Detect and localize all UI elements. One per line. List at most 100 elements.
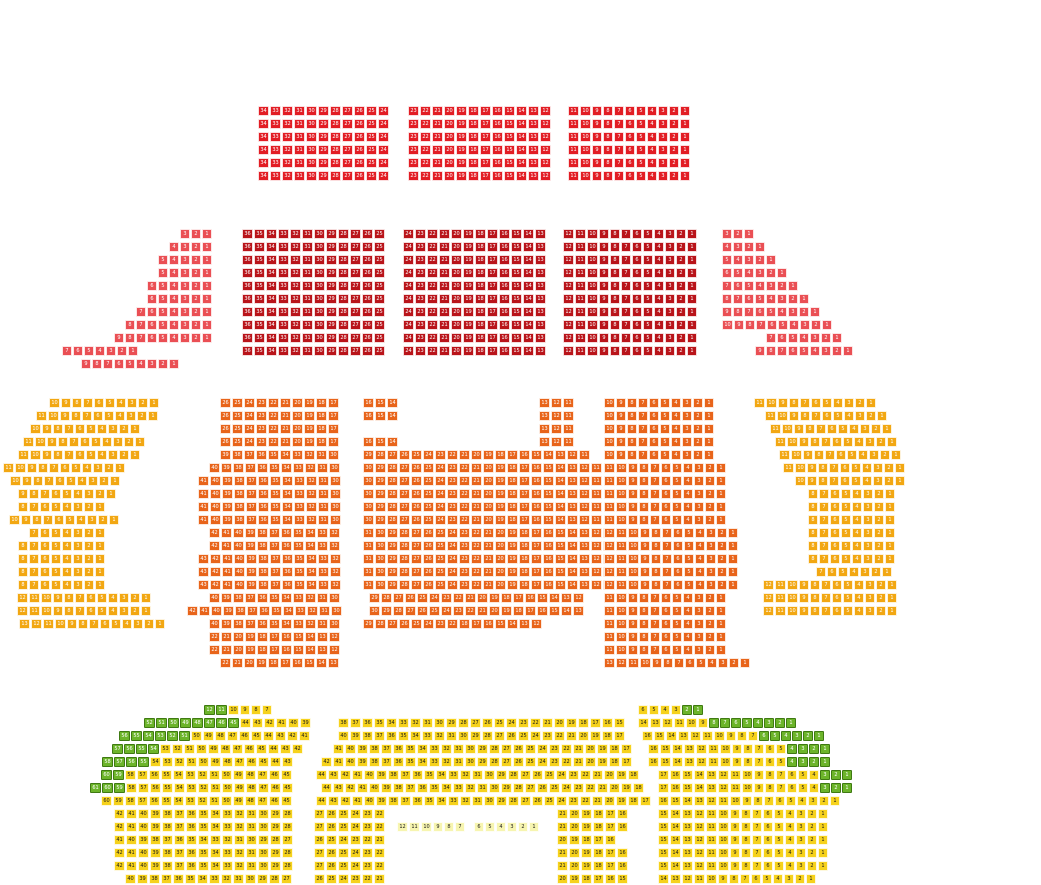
seat[interactable]: 15 — [511, 294, 522, 304]
seat[interactable]: 9 — [726, 731, 736, 741]
seat[interactable]: 5 — [636, 145, 646, 155]
seat[interactable]: 19 — [456, 119, 467, 129]
seat[interactable]: 26 — [362, 333, 373, 343]
seat[interactable]: 14 — [682, 796, 693, 806]
seat[interactable]: 11 — [702, 731, 713, 741]
seat[interactable]: 27 — [342, 106, 353, 116]
seat[interactable]: 31 — [302, 307, 313, 317]
seat[interactable]: 2 — [104, 463, 114, 473]
seat[interactable]: 7 — [83, 398, 93, 408]
seat[interactable]: 9 — [730, 835, 740, 845]
seat[interactable]: 9 — [599, 242, 609, 252]
seat[interactable]: 7 — [752, 809, 762, 819]
seat[interactable]: 17 — [487, 333, 498, 343]
seat[interactable]: 3 — [665, 268, 675, 278]
seat[interactable]: 1 — [149, 398, 159, 408]
seat[interactable]: 11 — [18, 450, 29, 460]
seat[interactable]: 3 — [180, 320, 190, 330]
seat[interactable]: 11 — [706, 861, 717, 871]
seat[interactable]: 10 — [587, 268, 598, 278]
seat[interactable]: 1 — [818, 822, 828, 832]
seat[interactable]: 5 — [722, 255, 732, 265]
seat[interactable]: 7 — [764, 796, 774, 806]
seat[interactable]: 6 — [75, 450, 85, 460]
seat[interactable]: 25 — [374, 281, 385, 291]
seat[interactable]: 1 — [687, 294, 697, 304]
seat[interactable]: 14 — [516, 119, 527, 129]
seat[interactable]: 6 — [765, 744, 775, 754]
seat[interactable]: 27 — [342, 119, 353, 129]
seat[interactable]: 24 — [378, 119, 389, 129]
seat[interactable]: 2 — [831, 783, 841, 793]
seat[interactable]: 11 — [575, 346, 586, 356]
seat[interactable]: 2 — [191, 320, 201, 330]
seat[interactable]: 26 — [362, 268, 373, 278]
seat[interactable]: 10 — [35, 437, 46, 447]
seat[interactable]: 8 — [610, 320, 620, 330]
seat[interactable]: 9 — [742, 796, 752, 806]
seat[interactable]: 20 — [444, 145, 455, 155]
seat[interactable]: 7 — [766, 333, 776, 343]
seat[interactable]: 11 — [568, 119, 579, 129]
seat[interactable]: 5 — [744, 281, 754, 291]
seat[interactable]: 32 — [282, 171, 293, 181]
seat[interactable]: 16 — [499, 268, 510, 278]
seat[interactable]: 2 — [158, 359, 168, 369]
seat[interactable]: 22 — [427, 346, 438, 356]
seat[interactable]: 26 — [362, 255, 373, 265]
seat[interactable]: 16 — [499, 281, 510, 291]
seat[interactable]: 3 — [820, 783, 830, 793]
seat[interactable]: 32 — [290, 281, 301, 291]
seat[interactable]: 28 — [338, 242, 349, 252]
seat[interactable]: 28 — [330, 132, 341, 142]
seat[interactable]: 1 — [148, 411, 158, 421]
seat[interactable]: 7 — [621, 294, 631, 304]
seat[interactable]: 4 — [62, 541, 72, 551]
seat[interactable]: 14 — [658, 874, 669, 884]
seat[interactable]: 11 — [568, 171, 579, 181]
seat[interactable]: 27 — [350, 242, 361, 252]
seat[interactable]: 15 — [658, 809, 669, 819]
seat[interactable]: 4 — [647, 145, 657, 155]
seat[interactable]: 22 — [427, 255, 438, 265]
seat[interactable]: 31 — [294, 132, 305, 142]
seat[interactable]: 21 — [432, 145, 443, 155]
seat[interactable]: 27 — [342, 171, 353, 181]
seat[interactable]: 29 — [318, 132, 329, 142]
seat[interactable]: 16 — [492, 119, 503, 129]
seat[interactable]: 19 — [463, 229, 474, 239]
seat[interactable]: 31 — [302, 281, 313, 291]
seat[interactable]: 2 — [807, 835, 817, 845]
seat[interactable]: 15 — [670, 796, 681, 806]
seat[interactable]: 6 — [787, 783, 797, 793]
seat[interactable]: 28 — [338, 281, 349, 291]
seat[interactable]: 6 — [73, 346, 83, 356]
seat[interactable]: 6 — [632, 255, 642, 265]
seat[interactable]: 24 — [403, 229, 414, 239]
seat[interactable]: 3 — [87, 515, 97, 525]
seat[interactable]: 8 — [610, 242, 620, 252]
seat[interactable]: 34 — [266, 346, 277, 356]
seat[interactable]: 7 — [621, 229, 631, 239]
seat[interactable]: 1 — [810, 307, 820, 317]
seat[interactable]: 14 — [666, 731, 677, 741]
seat[interactable]: 6 — [777, 333, 787, 343]
seat[interactable]: 6 — [632, 242, 642, 252]
seat[interactable]: 28 — [330, 171, 341, 181]
seat[interactable]: 1 — [169, 359, 179, 369]
seat[interactable]: 10 — [742, 783, 753, 793]
seat[interactable]: 32 — [282, 132, 293, 142]
seat[interactable]: 2 — [191, 229, 201, 239]
seat[interactable]: 2 — [117, 346, 127, 356]
seat[interactable]: 12 — [694, 848, 705, 858]
seat[interactable]: 5 — [104, 411, 114, 421]
seat[interactable]: 4 — [755, 281, 765, 291]
seat[interactable]: 7 — [754, 757, 764, 767]
seat[interactable]: 4 — [169, 281, 179, 291]
seat[interactable]: 32 — [290, 255, 301, 265]
seat[interactable]: 21 — [439, 333, 450, 343]
seat[interactable]: 13 — [535, 294, 546, 304]
seat[interactable]: 6 — [638, 705, 648, 715]
seat[interactable]: 3 — [798, 744, 808, 754]
seat[interactable]: 7 — [614, 119, 624, 129]
